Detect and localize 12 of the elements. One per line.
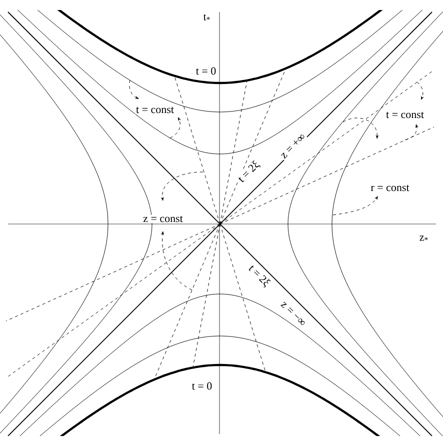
curve-label: z = const [142, 214, 184, 224]
axis-label: t$_{*}$ [202, 13, 212, 23]
curve-label: t = 2ξ [245, 262, 273, 290]
curve-label: t = 0 [194, 66, 218, 76]
curve-label: t = 0 [190, 381, 214, 391]
curve-label: t = const [385, 110, 425, 120]
axis-label: z$_{*}$ [418, 234, 430, 244]
curve-label: r = const [370, 184, 410, 192]
curve-label: z = −∞ [278, 300, 308, 328]
curve-label: t = 2ξ [235, 158, 263, 186]
curve-label: t = const [135, 106, 175, 114]
curve-label: z = +∞ [278, 132, 308, 160]
